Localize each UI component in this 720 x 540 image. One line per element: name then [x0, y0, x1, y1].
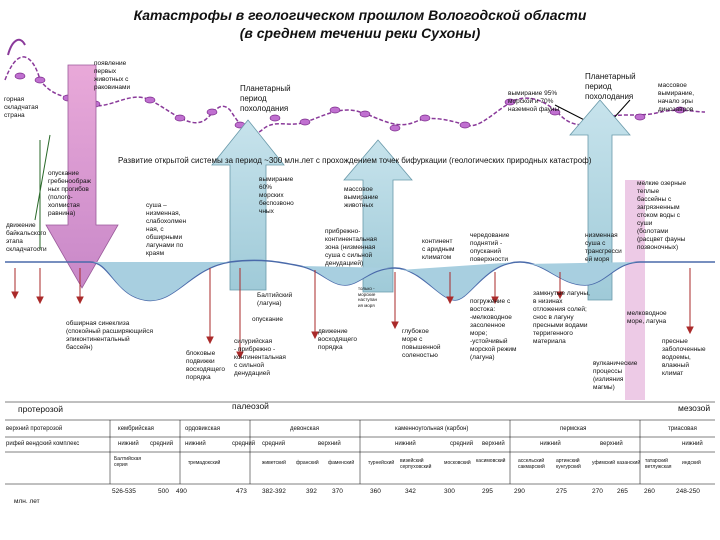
blue-arrow-up-1 [211, 119, 285, 291]
era-mesozoic: мезозой [678, 403, 711, 413]
units-label: млн. лет [14, 498, 40, 505]
wave-start-icon [7, 38, 26, 56]
epoch: средний [232, 441, 256, 447]
label-lowland-transgression: низменная суша с трансгресси ей моря [585, 232, 622, 263]
period-devonian: девонская [290, 426, 319, 432]
era-paleozoic: палеозой [232, 401, 269, 411]
page-title-line1: Катастрофы в геологическом прошлом Волог… [133, 7, 587, 23]
age: 290 [514, 488, 525, 495]
label-freshwater: пресные заболоченные водоемы, влажный кл… [662, 338, 706, 377]
stage: франский [296, 460, 319, 466]
age: 382-392 [262, 488, 286, 495]
label-coastal-continental: прибрежно- континентальная зона (низменн… [325, 228, 377, 267]
label-extinction-95: вымирание 95% морской и 70% наземной фау… [508, 90, 560, 113]
stage: татарский ветлужская [645, 458, 672, 470]
label-planetary-cooling-1: Планетарный период похолодания [240, 84, 291, 113]
label-dino-extinction: массовое вымирание, начало эры динозавро… [658, 82, 695, 113]
label-closed-lagoons: замкнутые лагуны, в низинах отложения со… [533, 290, 590, 345]
stage: тремадокский [188, 460, 221, 466]
period-carboniferous: каменноугольная (карбон) [395, 426, 469, 432]
epoch: средний [262, 441, 286, 447]
age: 300 [444, 488, 455, 495]
label-extinction-60: вымирание 60% морских беспозвоно чных [259, 176, 294, 215]
time-table [5, 401, 715, 485]
label-silurian: силурийская - прибрежно - континентальна… [234, 338, 286, 377]
label-folded-country: горная складчатая страна [4, 96, 39, 119]
label-planetary-cooling-2: Планетарный период похолодания [585, 72, 636, 101]
label-baikal-movement: движение байкальского этапа складчатости [6, 222, 47, 253]
label-subsidence-grabens: опускание гребеноображ ных прогибов (пол… [48, 170, 91, 217]
epoch: средний [150, 441, 174, 447]
epoch: нижний [185, 441, 206, 447]
stage: индский [682, 460, 701, 466]
stage: турнейский [368, 460, 395, 466]
age: 342 [405, 488, 416, 495]
blue-arrow-up-2 [343, 139, 413, 293]
label-block-movements: блоковые подвижки восходящего порядка [186, 350, 225, 381]
age: 260 [644, 488, 655, 495]
banner-text: Развитие открытой системы за период ~300… [118, 156, 592, 165]
period-cambrian: кембрийская [118, 426, 154, 432]
stage: фаменский [328, 460, 355, 466]
age: 270 [592, 488, 603, 495]
label-only-sea: только - морские наступан ия моря [358, 286, 378, 308]
epoch: нижний [682, 441, 703, 447]
stage: касимовский [476, 458, 506, 464]
stage: уфимский [592, 460, 616, 466]
epoch: верхний [318, 441, 341, 447]
label-lake-basins: мелкие озерные теплые бассейны с загрязн… [637, 180, 687, 251]
epoch: верхний [600, 441, 623, 447]
stage: московский [444, 460, 471, 466]
age: 295 [482, 488, 493, 495]
riphean: рифей [6, 441, 25, 447]
age: 370 [332, 488, 343, 495]
stage: ассельский сакмарский [518, 458, 545, 470]
red-arrows [11, 268, 694, 360]
epoch: нижний [395, 441, 416, 447]
label-syneclise: обширная синеклиза (спокойный расширяющи… [66, 320, 154, 351]
label-baltic-lagoon: Балтийский (лагуна) [257, 292, 293, 307]
label-volcanic: вулканические процессы (излияния магмы) [593, 360, 638, 391]
age: 490 [176, 488, 187, 495]
label-subsidence-east: погружение с востока: -мелководное засол… [470, 298, 517, 361]
label-shallow-sea: мелководное море, лагуна [627, 310, 667, 325]
age: 392 [306, 488, 317, 495]
age: 248-250 [676, 488, 700, 495]
age: 265 [617, 488, 628, 495]
age: 360 [370, 488, 381, 495]
age: 526-535 [112, 488, 136, 495]
period-permian: пермская [560, 426, 587, 432]
stage: казанский [617, 460, 641, 466]
age: 275 [556, 488, 567, 495]
period-triassic: триасовая [668, 426, 697, 432]
label-ascending-movement: движение восходящего порядка [318, 328, 357, 351]
vendian: вендский комплекс [26, 441, 80, 447]
label-land-lowland: суша – низменная, слабохолмен ная, с обш… [146, 202, 187, 257]
label-continent-arid: континент с аридным климатом [422, 238, 455, 261]
label-subsidence: опускание [252, 316, 283, 323]
epoch: нижний [540, 441, 561, 447]
stage: Балтийская серия [114, 456, 142, 468]
epoch: верхний [482, 441, 505, 447]
period-upper-proterozoic: верхний протерозой [6, 426, 63, 432]
epoch: средний [450, 441, 474, 447]
epoch: нижний [118, 441, 139, 447]
pink-arrow-right [625, 180, 645, 400]
stage: артинский кунгурский [556, 458, 581, 470]
period-ordovician: ордовикская [185, 426, 220, 432]
era-proterozoic: протерозой [18, 404, 64, 414]
stage: живетский [262, 460, 286, 466]
label-first-animals: появление первых животных с раковинами [94, 60, 131, 91]
pink-arrow-down [45, 64, 119, 289]
label-alternation: чередование поднятий - опусканий поверхн… [470, 232, 510, 263]
label-mass-extinction: массовое вымирание животных [344, 186, 379, 209]
label-deep-sea: глубокое море с повышенной соленостью [402, 328, 441, 359]
age: 500 [158, 488, 169, 495]
stage: визейский серпуховский [400, 458, 432, 470]
age: 473 [236, 488, 247, 495]
page-title-line2: (в среднем течении реки Сухоны) [239, 25, 481, 41]
